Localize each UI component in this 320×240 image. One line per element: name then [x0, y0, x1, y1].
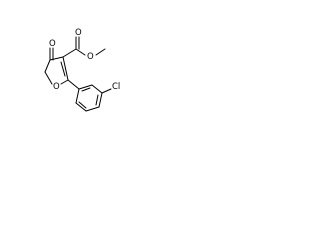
bond-c2-c3 — [62, 56, 69, 81]
molecule-diagram: O O O O Cl — [0, 0, 152, 152]
bond-o1-c2 — [60, 79, 69, 85]
bond-aryl-inner-c — [78, 101, 87, 109]
ester-carbonyl-oxygen-label: O — [75, 28, 82, 38]
ester-ether-oxygen-label: O — [87, 52, 94, 62]
bond-c2-c3-double — [60, 61, 66, 77]
bond-aryl-6-1 — [75, 88, 80, 104]
bond-c3-ester-c — [62, 48, 77, 58]
bond-c3-c4 — [49, 56, 64, 61]
bond-c4-c5 — [44, 59, 51, 73]
bond-aryl-1-2 — [78, 84, 93, 90]
bond-aryl-inner-a — [81, 87, 91, 92]
structure-svg: O O O O Cl — [44, 28, 120, 112]
bond-aryl-4-5 — [85, 106, 100, 112]
bond-aryl-cl — [101, 88, 112, 94]
bond-o-methyl — [95, 48, 106, 56]
bond-aryl-inner-b — [95, 94, 99, 106]
bond-c2-aryl — [67, 79, 80, 90]
bond-aryl-5-6 — [75, 102, 87, 112]
bond-c5-o1 — [44, 71, 53, 85]
bond-ester-c-o — [75, 48, 86, 56]
bond-aryl-3-4 — [98, 92, 103, 108]
ketone-oxygen-label: O — [49, 39, 56, 49]
bond-aryl-2-3 — [91, 84, 103, 94]
chlorine-label: Cl — [112, 82, 120, 92]
ring-oxygen-label: O — [53, 82, 60, 92]
